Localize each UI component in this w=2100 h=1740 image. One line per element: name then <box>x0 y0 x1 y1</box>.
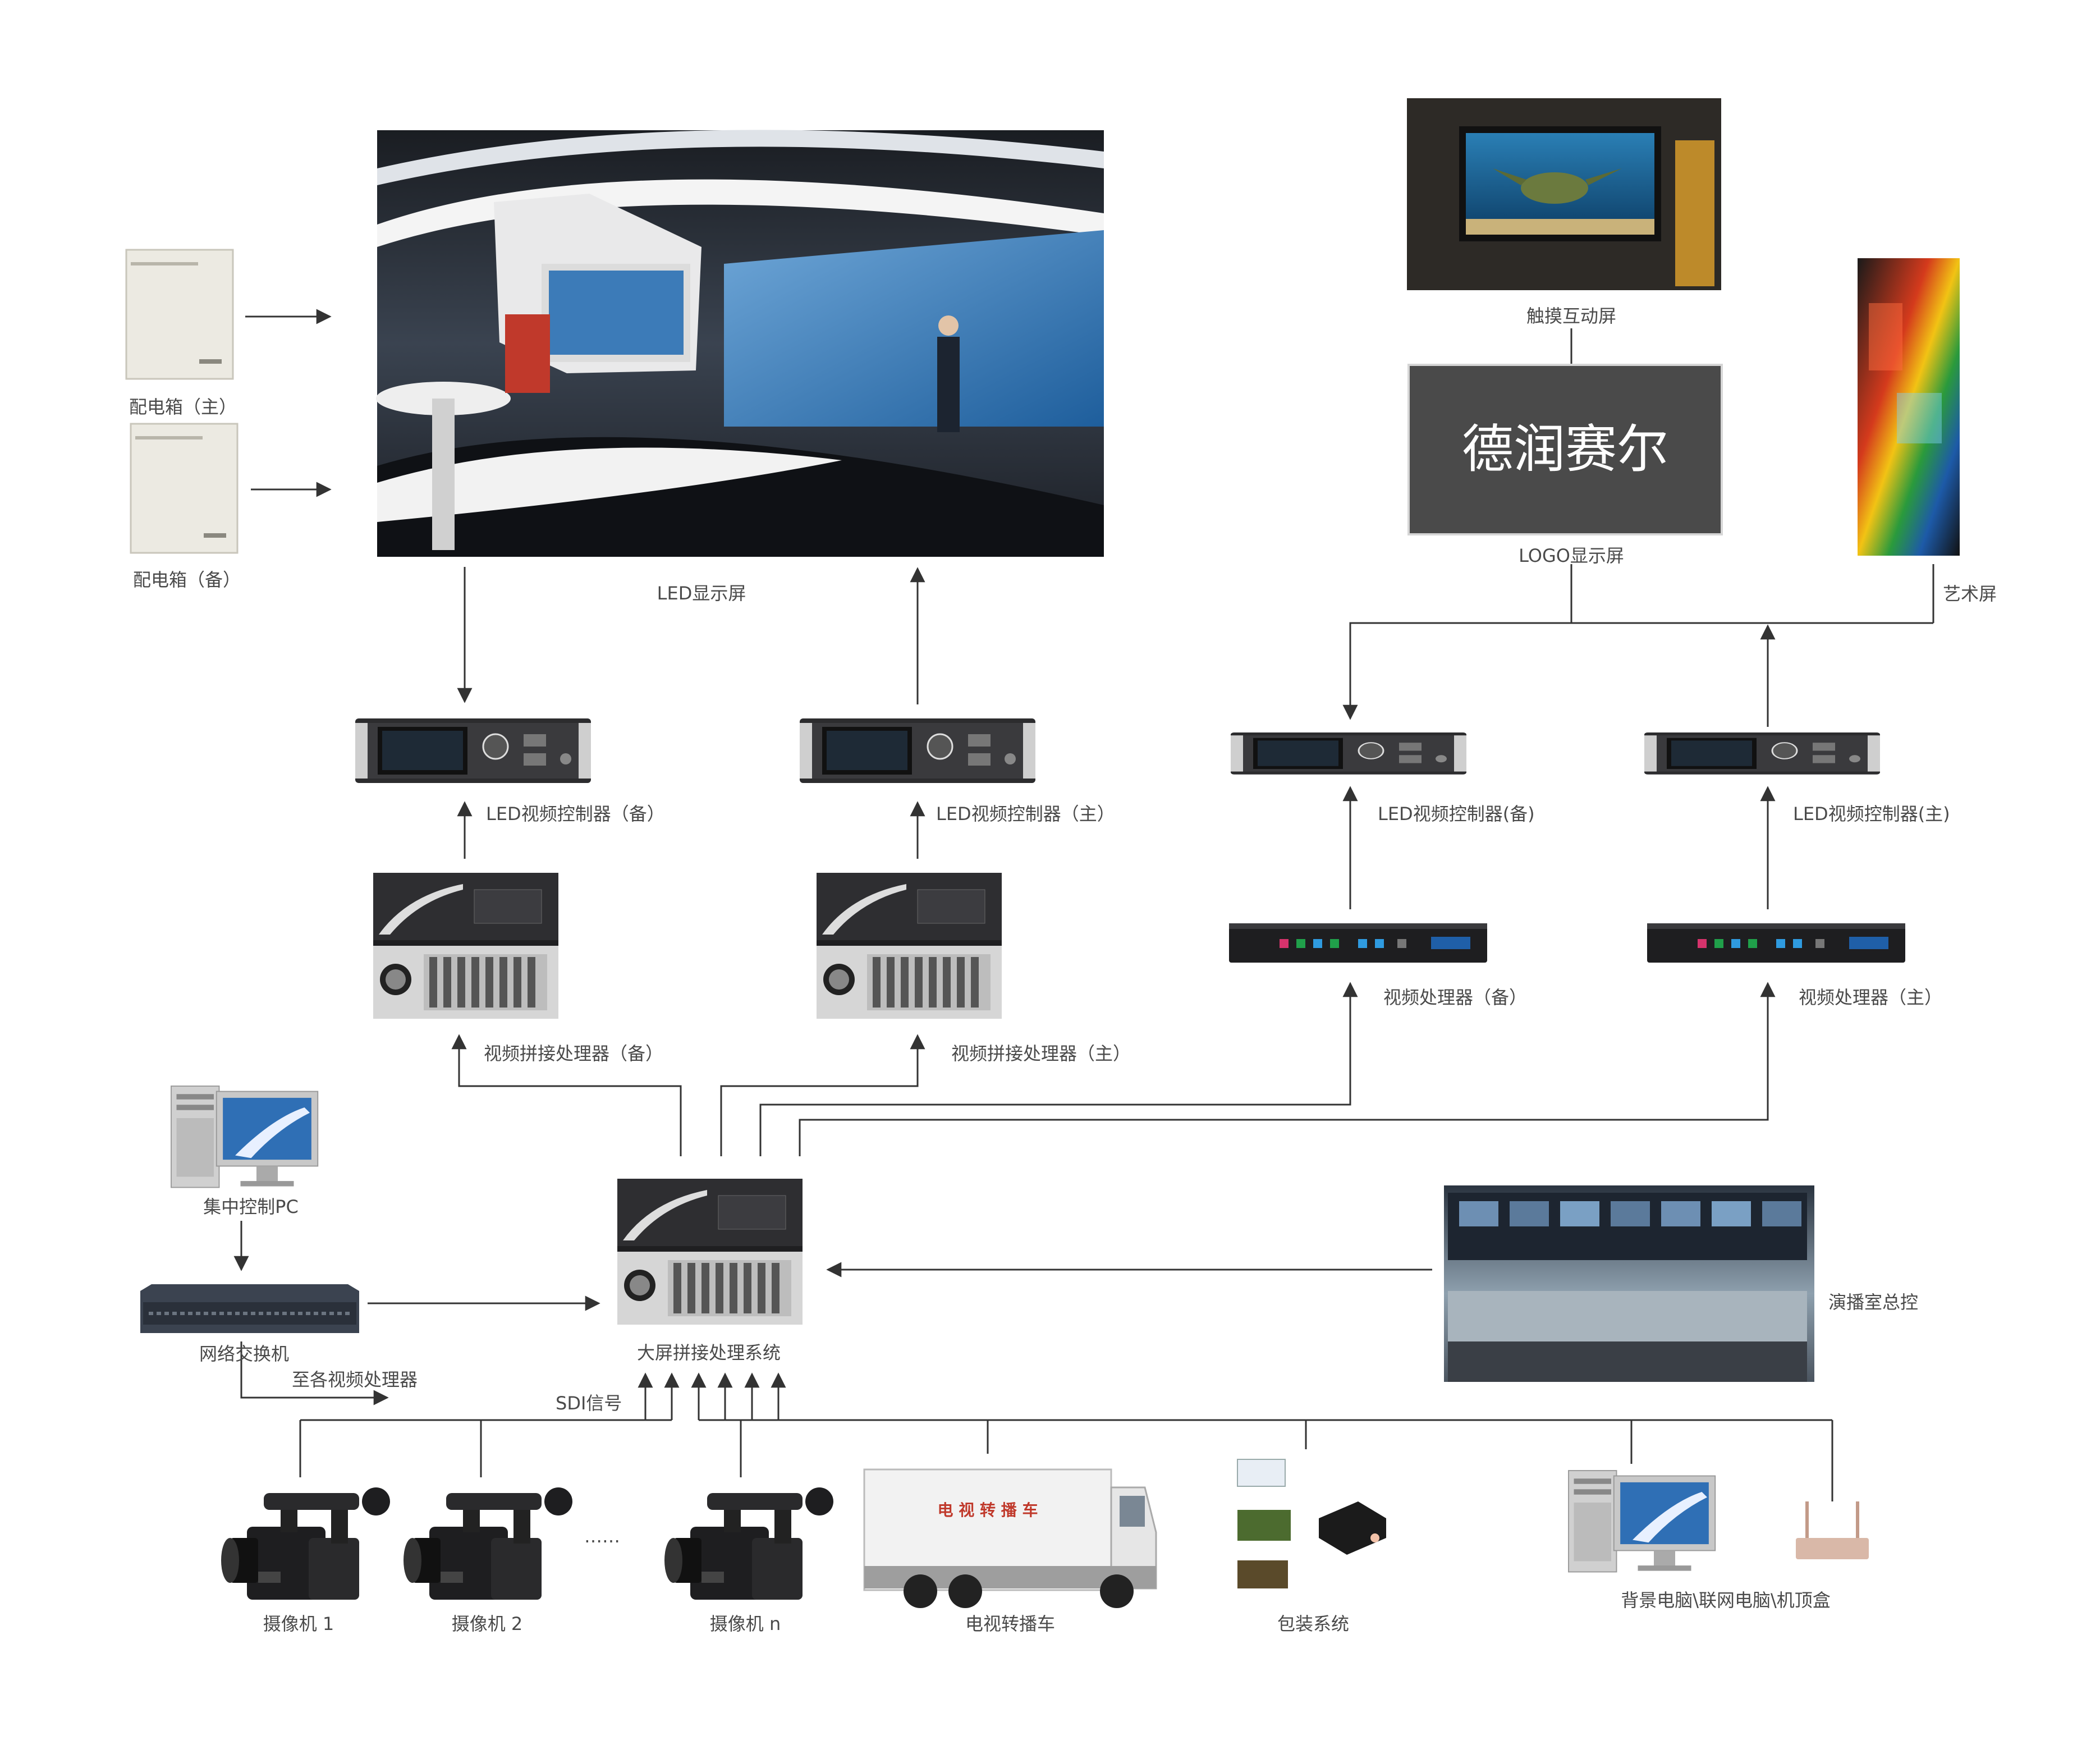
camera-1-label: 摄像机 1 <box>263 1613 334 1634</box>
led-controller-main-right <box>1643 731 1881 776</box>
led-controller-backup-left <box>354 717 592 784</box>
led-controller-main-right-label: LED视频控制器(主) <box>1793 803 1950 825</box>
studio-master-control-photo <box>1444 1185 1814 1382</box>
camera-1 <box>221 1487 390 1600</box>
video-splicer-backup <box>373 872 559 1019</box>
video-processor-backup-label: 视频处理器（备） <box>1383 987 1528 1008</box>
led-controller-backup-right-label: LED视频控制器(备) <box>1378 803 1535 825</box>
power-cabinet-main-label: 配电箱（主） <box>129 396 237 418</box>
backdrop-pc-label: 背景电脑\联网电脑\机顶盒 <box>1621 1590 1831 1611</box>
to-processors-label: 至各视频处理器 <box>292 1369 418 1390</box>
video-processor-main <box>1647 923 1905 963</box>
camera-2-label: 摄像机 2 <box>451 1613 523 1634</box>
art-screen <box>1858 258 1960 556</box>
power-cabinet-backup <box>130 423 239 554</box>
big-screen-splicing-system <box>617 1178 803 1325</box>
central-control-pc <box>171 1086 319 1188</box>
central-control-pc-label: 集中控制PC <box>203 1196 299 1217</box>
led-controller-main-left <box>799 717 1037 784</box>
camera-2 <box>404 1487 572 1600</box>
video-splicer-main <box>816 872 1002 1019</box>
network-switch <box>140 1284 359 1333</box>
camera-n <box>664 1487 833 1600</box>
logo-screen-label: LOGO显示屏 <box>1519 545 1624 566</box>
backdrop-pc <box>1568 1470 1716 1573</box>
studio-master-control-label: 演播室总控 <box>1828 1292 1919 1313</box>
video-processor-backup <box>1229 923 1487 963</box>
led-controller-main-left-label: LED视频控制器（主） <box>936 803 1115 825</box>
packaging-system <box>1237 1459 1386 1588</box>
led-display-photo <box>376 130 1104 557</box>
video-splicer-backup-label: 视频拼接处理器（备） <box>484 1043 664 1064</box>
touch-screen-photo <box>1407 98 1721 290</box>
art-screen-label: 艺术屏 <box>1942 583 1997 605</box>
logo-screen-text: 德润赛尔 <box>1462 419 1668 479</box>
ellipsis-label: …… <box>584 1526 620 1547</box>
network-switch-label: 网络交换机 <box>199 1343 290 1364</box>
power-cabinet-main <box>125 249 234 380</box>
led-controller-backup-right <box>1230 731 1468 776</box>
set-top-box <box>1796 1501 1869 1559</box>
logo-screen: 德润赛尔 <box>1407 364 1723 535</box>
led-display-label: LED显示屏 <box>657 583 746 604</box>
ob-van-side-text: 电 视 转 播 车 <box>938 1501 1038 1519</box>
video-processor-main-label: 视频处理器（主） <box>1799 987 1943 1008</box>
packaging-system-label: 包装系统 <box>1277 1613 1350 1634</box>
led-controller-backup-left-label: LED视频控制器（备） <box>486 803 665 825</box>
sdi-signal-label: SDI信号 <box>556 1393 622 1414</box>
connection-lines <box>233 309 1934 1501</box>
video-splicer-main-label: 视频拼接处理器（主） <box>951 1043 1131 1064</box>
power-cabinet-backup-label: 配电箱（备） <box>133 569 241 590</box>
touch-screen-label: 触摸互动屏 <box>1526 305 1617 327</box>
big-screen-system-label: 大屏拼接处理系统 <box>636 1342 781 1363</box>
camera-n-label: 摄像机 n <box>709 1613 781 1634</box>
ob-van-label: 电视转播车 <box>965 1613 1056 1634</box>
ob-van: 电 视 转 播 车 <box>863 1468 1157 1608</box>
